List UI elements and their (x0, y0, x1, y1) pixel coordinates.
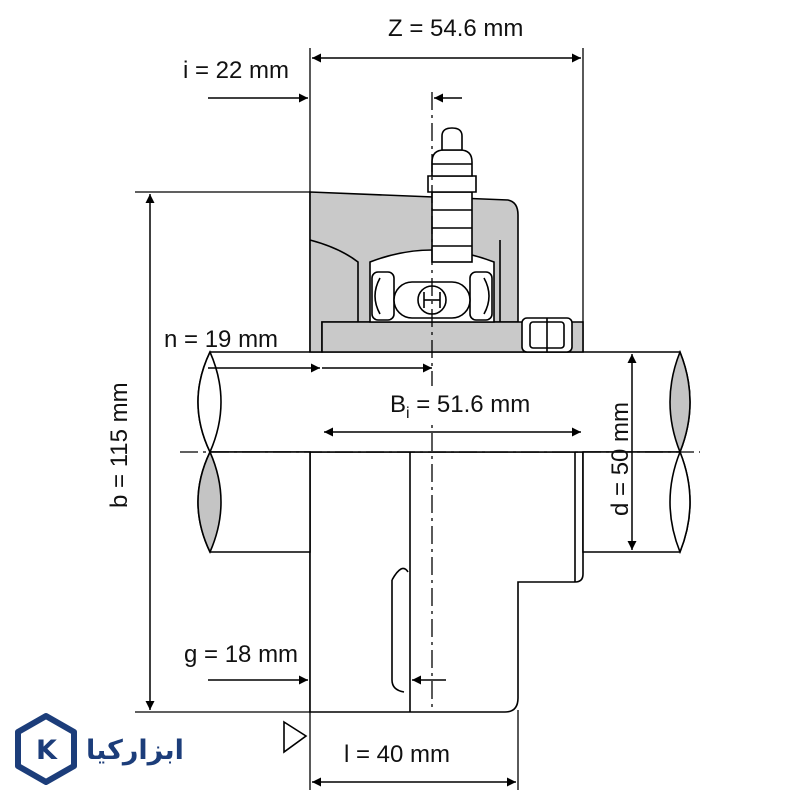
dim-label-z: Z = 54.6 mm (388, 15, 523, 42)
logo-letter: K (36, 735, 58, 766)
lower-housing (309, 451, 584, 713)
dim-label-d: d = 50 mm (607, 402, 634, 516)
dim-label-g: g = 18 mm (184, 641, 298, 668)
dim-label-l: l = 40 mm (344, 741, 450, 768)
dimension-lines (145, 53, 637, 787)
logo-text: ابزارکیا (86, 735, 184, 766)
grease-nipple (427, 127, 477, 263)
logo-badge-icon (15, 713, 77, 785)
dim-label-i: i = 22 mm (183, 57, 289, 84)
reference-triangle-icon (283, 720, 308, 754)
dim-label-bi: Bi = 51.6 mm (390, 391, 530, 422)
brand-logo: K ابزارکیا (15, 713, 184, 785)
dim-label-n: n = 19 mm (164, 326, 278, 353)
dim-label-b: b = 115 mm (106, 382, 133, 508)
